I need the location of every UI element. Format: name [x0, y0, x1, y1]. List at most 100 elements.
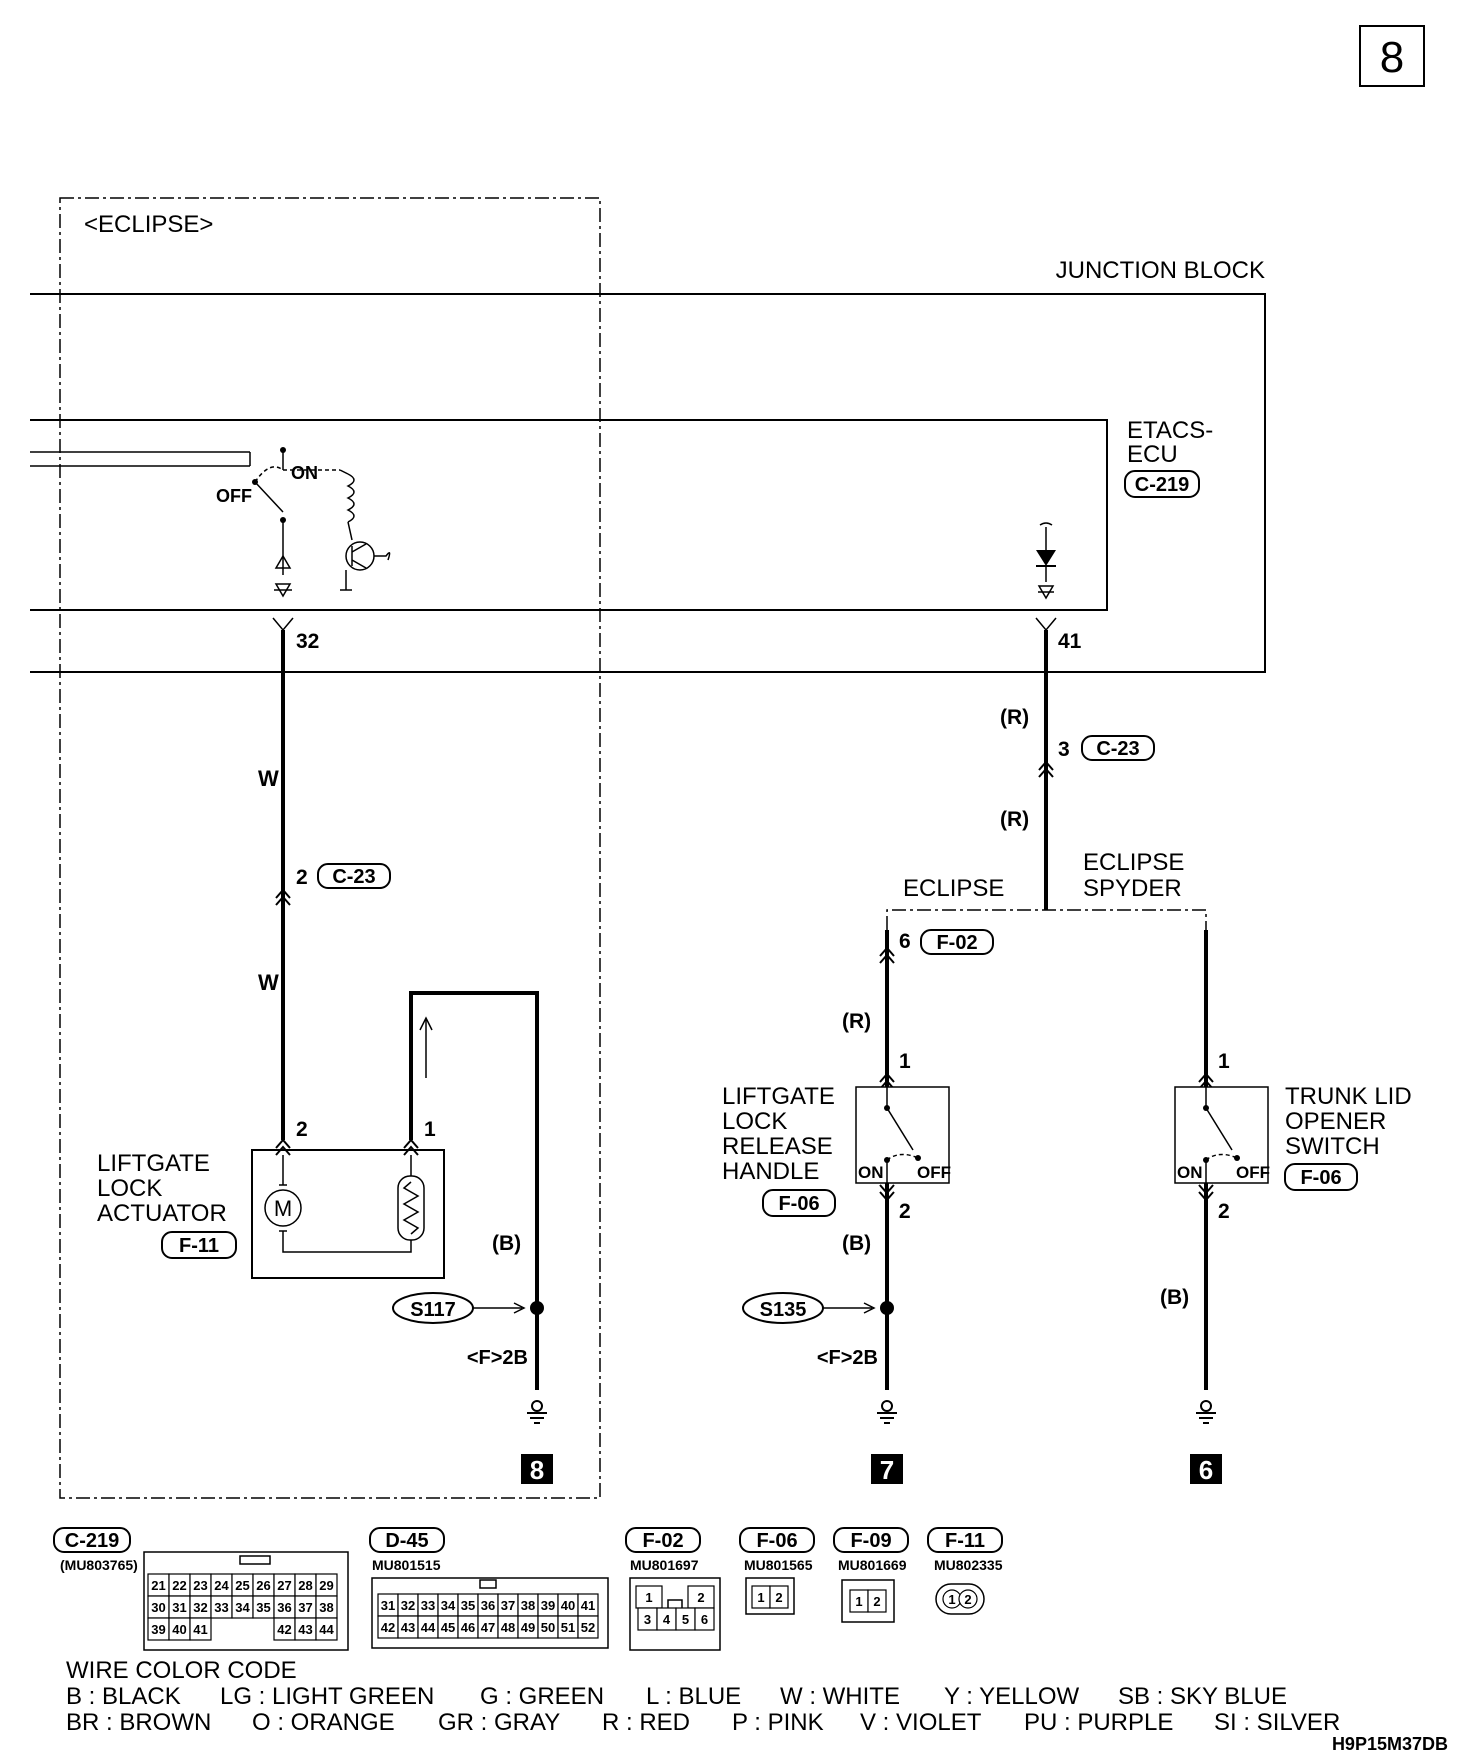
figure-code: H9P15M37DB	[1332, 1734, 1448, 1754]
connector-pin-number: 51	[561, 1620, 575, 1635]
legend-item: R : RED	[602, 1709, 690, 1736]
junction-block: JUNCTION BLOCK ETACS- ECU C-219 ON OFF	[30, 257, 1266, 673]
trunk-ground-wire-color: (B)	[1160, 1286, 1189, 1309]
branch-right-label-line2: SPYDER	[1083, 875, 1182, 902]
handle-wire-color: (R)	[842, 1010, 871, 1033]
connector-id-c219: C-219	[65, 1530, 119, 1552]
connector-pin-number: 33	[214, 1600, 228, 1615]
legend-item: G : GREEN	[480, 1683, 604, 1710]
connector-pin-number: 27	[277, 1578, 291, 1593]
handle-f02-tag	[920, 929, 994, 955]
connector-pin-number: 1	[757, 1590, 764, 1605]
left-ground-location: <F>2B	[467, 1347, 528, 1369]
legend-item: SB : SKY BLUE	[1118, 1683, 1287, 1710]
connector-id-f02: F-02	[642, 1530, 683, 1552]
connector-pin-number: 26	[256, 1578, 270, 1593]
connector-part-f06: MU801565	[744, 1557, 813, 1573]
trunk-label-line1: TRUNK LID	[1285, 1083, 1412, 1110]
connector-pin-number: 39	[151, 1622, 165, 1637]
handle-label-line3: RELEASE	[722, 1133, 833, 1160]
connector-cavity	[315, 1617, 338, 1641]
legend-item: GR : GRAY	[438, 1709, 560, 1736]
connector-cavity	[958, 1589, 978, 1609]
connector-cavity	[769, 1585, 789, 1609]
terminal-41: 41	[1058, 630, 1082, 653]
trunk-pin-bottom: 2	[1218, 1200, 1230, 1223]
connector-pin-number: 2	[873, 1594, 880, 1609]
left-ground-wire-color: (B)	[492, 1232, 521, 1255]
handle-f06-tag	[762, 1189, 836, 1217]
ecu-label-line2: ECU	[1127, 441, 1178, 468]
connector-id-f11: F-11	[945, 1530, 985, 1552]
connector-pin-number: 40	[172, 1622, 186, 1637]
connector-pin-number: 35	[461, 1598, 475, 1613]
connector-pin-number: 4	[663, 1612, 671, 1627]
ground-number-8: 8	[530, 1455, 544, 1485]
connector-part-f11: MU802335	[934, 1557, 1003, 1573]
connector-pin-number: 40	[561, 1598, 575, 1613]
right-wire-color-upper: (R)	[1000, 706, 1029, 729]
splice-s117: S117	[410, 1299, 456, 1321]
legend-item: SI : SILVER	[1214, 1709, 1340, 1736]
legend-item: BR : BROWN	[66, 1709, 211, 1736]
trunk-lid-opener-switch	[1174, 1086, 1269, 1184]
connector-pin-number: 41	[581, 1598, 595, 1613]
ecu-connector-tag	[1124, 470, 1200, 498]
connector-cavity	[694, 1607, 715, 1631]
page-number: 8	[1380, 33, 1404, 82]
connector-pin-number: 32	[401, 1598, 415, 1613]
handle-f06-label: F-06	[778, 1193, 819, 1215]
etacs-diode	[1036, 522, 1056, 600]
connector-pin-number: 44	[421, 1620, 436, 1635]
trunk-f06-tag	[1284, 1163, 1358, 1191]
connector-pin-number: 36	[481, 1598, 495, 1613]
right-c23-tag	[1081, 735, 1155, 761]
legend-item: PU : PURPLE	[1024, 1709, 1173, 1736]
connector-pin-number: 38	[521, 1598, 535, 1613]
connector-pin-number: 42	[381, 1620, 395, 1635]
right-wire-color-lower: (R)	[1000, 808, 1029, 831]
right-c23-label: C-23	[1096, 738, 1139, 760]
connector-pin-number: 31	[172, 1600, 186, 1615]
handle-ground-wire-color: (B)	[842, 1232, 871, 1255]
connector-cavity	[189, 1617, 212, 1641]
connector-pin-number: 24	[214, 1578, 229, 1593]
trunk-on-label: ON	[1177, 1163, 1203, 1182]
actuator-connector-tag	[161, 1231, 237, 1259]
connector-pin-number: 37	[298, 1600, 312, 1615]
connector-pin-number: 3	[644, 1612, 651, 1627]
left-circuit: W 2 C-23 W 2 1 M LIFTGATE LOCK ACTUATOR …	[97, 630, 553, 1485]
connector-pin-number: 2	[964, 1592, 971, 1607]
connector-part-c219: (MU803765)	[60, 1557, 138, 1573]
ground-number-7: 7	[880, 1455, 894, 1485]
relay-on-label: ON	[291, 463, 318, 483]
handle-off-label: OFF	[917, 1163, 951, 1182]
connector-part-d45: MU801515	[372, 1557, 441, 1573]
connector-pin-number: 1	[855, 1594, 862, 1609]
relay-off-label: OFF	[216, 486, 252, 506]
variant-box-label: <ECLIPSE>	[84, 211, 213, 238]
connector-pin-number: 31	[381, 1598, 395, 1613]
connector-pin-number: 5	[682, 1612, 689, 1627]
trunk-pin-top: 1	[1218, 1050, 1230, 1073]
handle-label-line1: LIFTGATE	[722, 1083, 835, 1110]
connector-pin-number: 46	[461, 1620, 475, 1635]
actuator-pin-2: 2	[296, 1118, 308, 1141]
liftgate-lock-actuator	[251, 1149, 445, 1279]
connector-pin-number: 39	[541, 1598, 555, 1613]
handle-label-line4: HANDLE	[722, 1158, 819, 1185]
etacs-relay-switch: ON OFF	[30, 447, 391, 598]
trunk-label-line3: SWITCH	[1285, 1133, 1380, 1160]
connector-pin-number: 47	[481, 1620, 495, 1635]
ground-number-6: 6	[1199, 1455, 1213, 1485]
connector-part-f09: MU801669	[838, 1557, 907, 1573]
legend-item: O : ORANGE	[252, 1709, 395, 1736]
connector-pin-number: 2	[775, 1590, 782, 1605]
actuator-label-line1: LIFTGATE	[97, 1150, 210, 1177]
right-intermediate-pin: 3	[1058, 738, 1070, 761]
actuator-connector-label: F-11	[179, 1235, 219, 1257]
branch-left-label: ECLIPSE	[903, 875, 1004, 902]
